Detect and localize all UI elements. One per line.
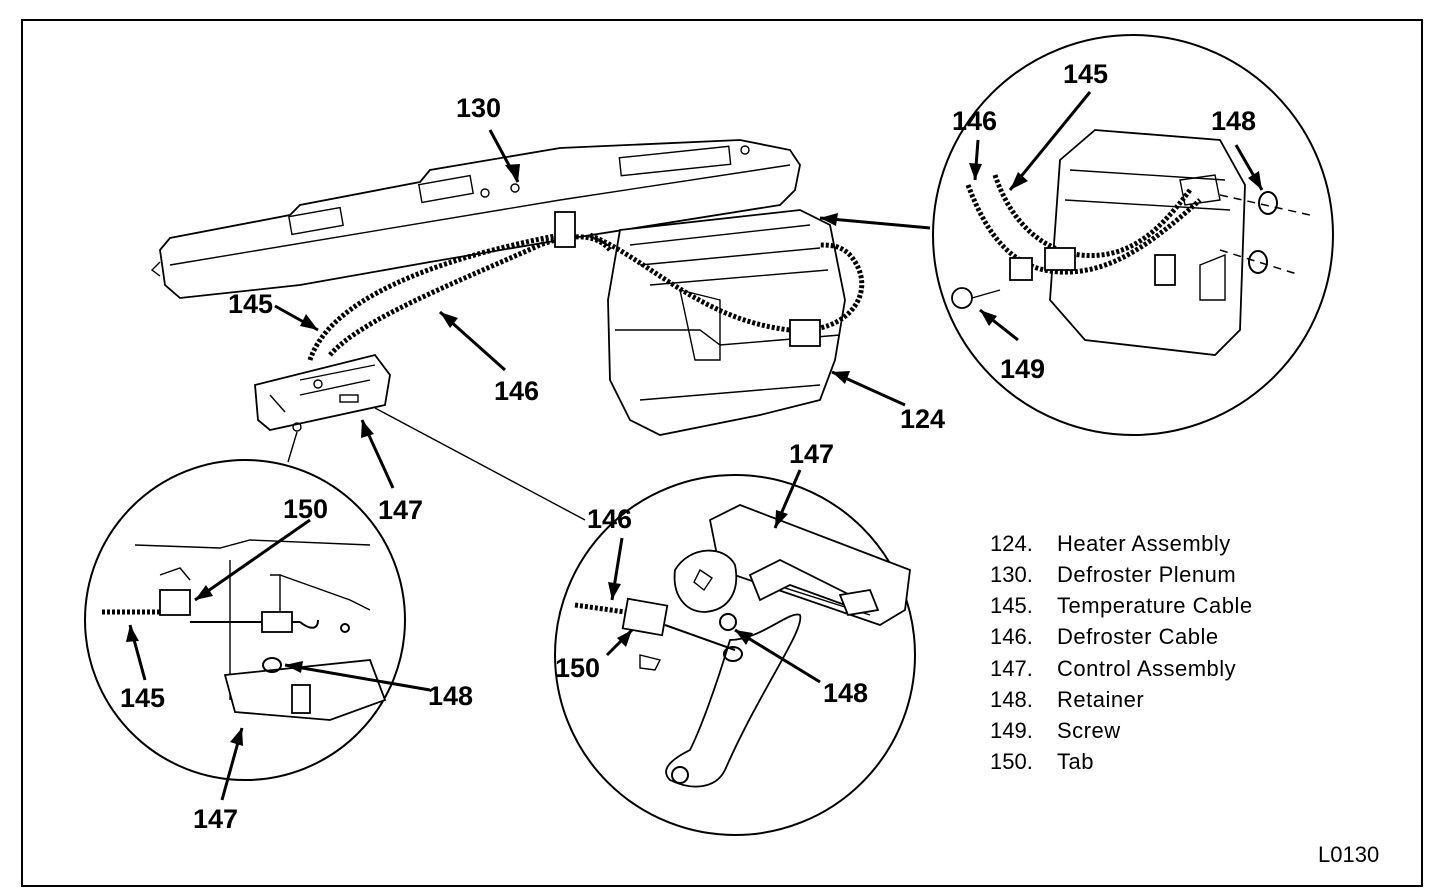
legend-num: 148. (990, 687, 1033, 712)
callout-145-left: 145 (120, 683, 165, 713)
main-cables (307, 211, 865, 361)
callout-145-main: 145 (228, 289, 273, 319)
figure-border (21, 19, 1423, 887)
callout-150-left: 150 (283, 494, 328, 524)
control-assembly (254, 353, 391, 432)
legend-num: 150. (990, 749, 1033, 774)
callout-145-topright: 145 (1063, 59, 1108, 89)
main-leaders (274, 129, 931, 521)
legend-label: Defroster Plenum (1057, 562, 1236, 587)
legend-label: Heater Assembly (1057, 531, 1231, 556)
legend-label: Temperature Cable (1057, 593, 1253, 618)
legend-num: 149. (990, 718, 1033, 743)
callout-147-main: 147 (378, 495, 423, 525)
callout-148-center: 148 (823, 678, 868, 708)
legend-num: 146. (990, 624, 1033, 649)
callout-148-topright: 148 (1211, 106, 1256, 136)
detail-circle-top-right (932, 34, 1334, 436)
callout-146-topright: 146 (952, 106, 997, 136)
detail-circle-bottom-center (554, 469, 916, 836)
callout-150-center: 150 (555, 653, 600, 683)
callout-148-left: 148 (428, 681, 473, 711)
legend-label: Tab (1057, 749, 1094, 774)
callout-147-left: 147 (193, 804, 238, 834)
legend-num: 124. (990, 531, 1033, 556)
legend-num: 145. (990, 593, 1033, 618)
legend-label: Control Assembly (1057, 656, 1236, 681)
callout-146-main: 146 (494, 376, 539, 406)
legend-label: Defroster Cable (1057, 624, 1219, 649)
legend-label: Screw (1057, 718, 1121, 743)
callout-147-center: 147 (789, 439, 834, 469)
callout-149-topright: 149 (1000, 354, 1045, 384)
legend-label: Retainer (1057, 687, 1144, 712)
callout-124-main: 124 (900, 404, 945, 434)
legend-num: 147. (990, 656, 1033, 681)
legend: 124. Heater Assembly 130. Defroster Plen… (990, 531, 1253, 774)
figure-code: L0130 (1318, 842, 1379, 867)
detail-circle-bottom-left (84, 459, 431, 801)
callout-130: 130 (456, 93, 501, 123)
callout-146-center: 146 (587, 504, 632, 534)
legend-num: 130. (990, 562, 1033, 587)
heater-assembly (607, 209, 846, 436)
defroster-plenum (150, 139, 801, 299)
